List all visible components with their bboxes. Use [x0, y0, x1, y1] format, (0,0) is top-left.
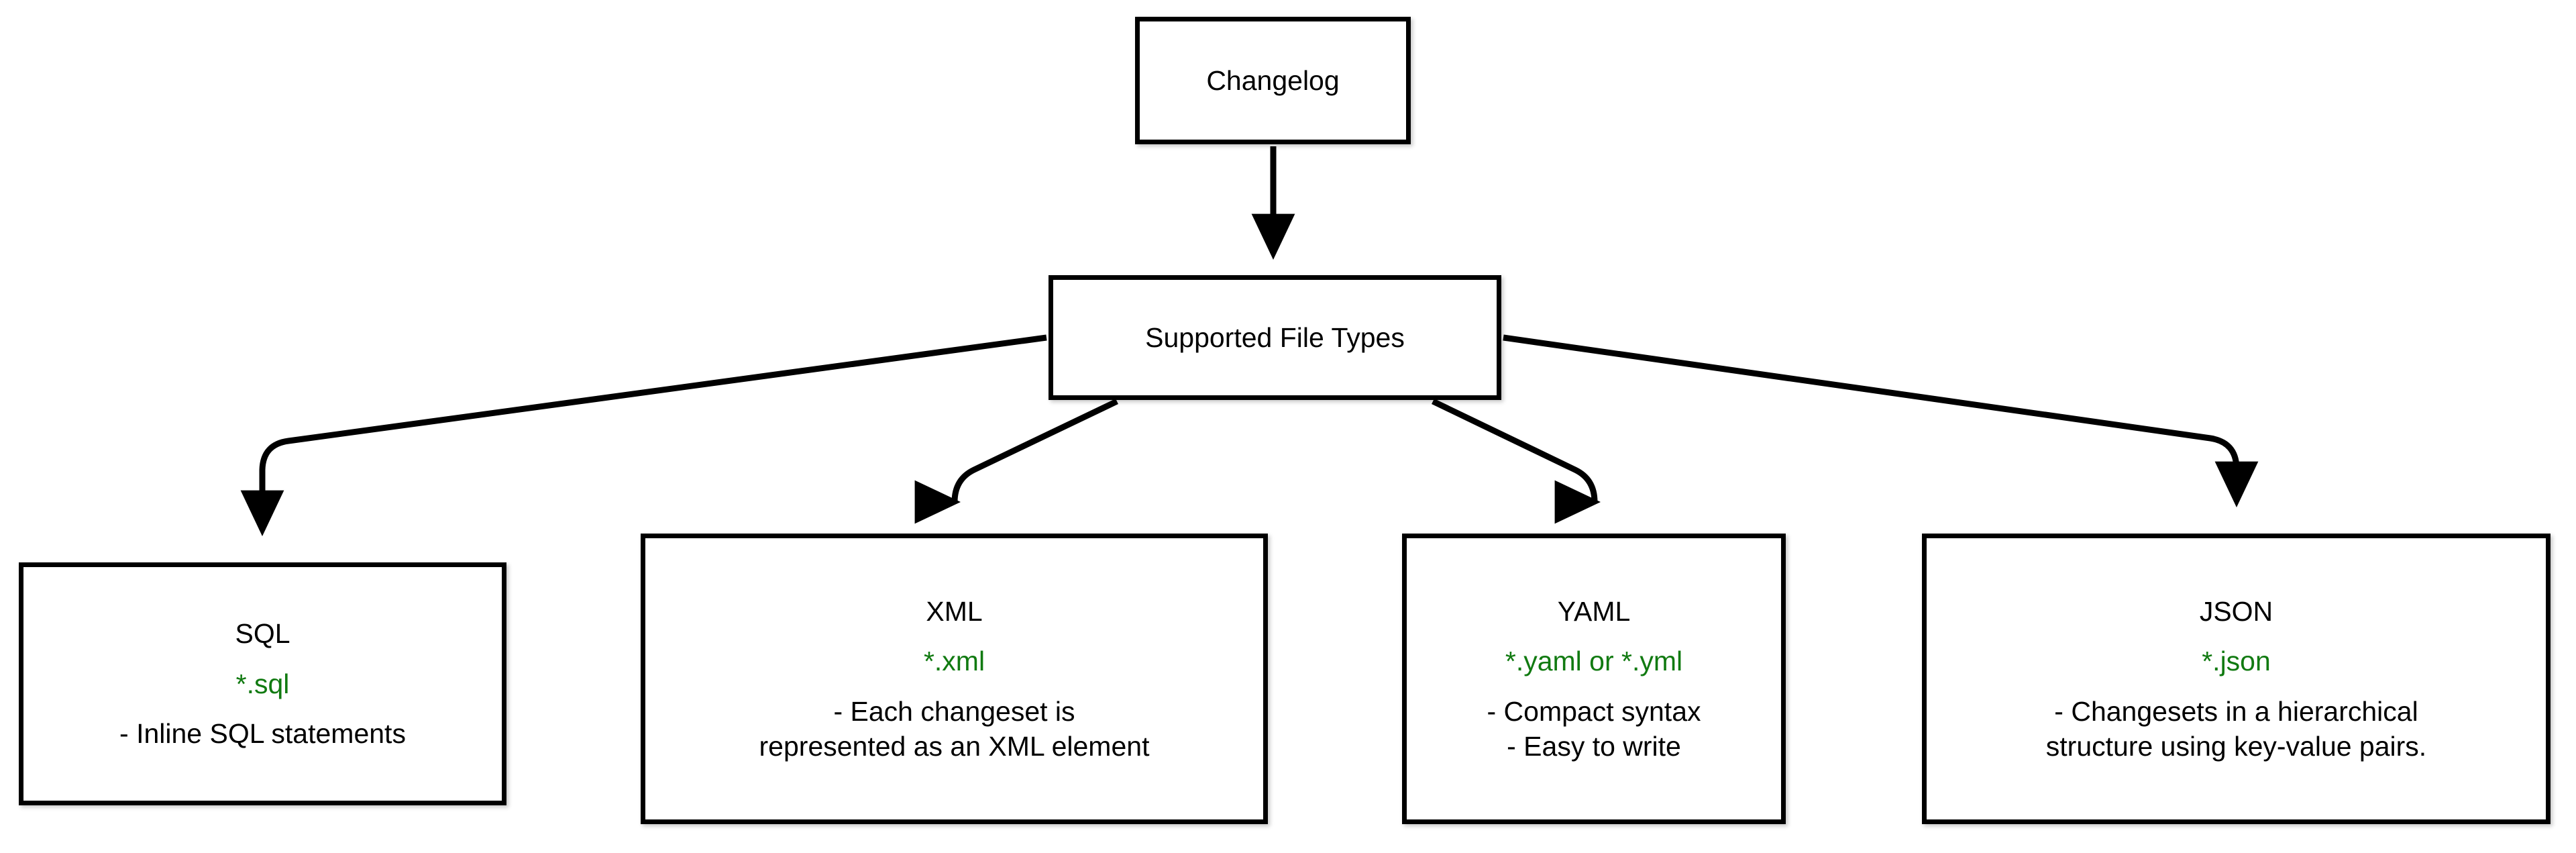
node-sql-description-line-1: - Inline SQL statements	[119, 718, 406, 750]
node-yaml[interactable]: YAML *.yaml or *.yml - Compact syntax - …	[1402, 534, 1786, 824]
edge-supported-to-xml	[932, 398, 1118, 509]
node-changelog-label: Changelog	[1206, 64, 1340, 96]
node-xml-extension: *.xml	[923, 646, 985, 677]
node-changelog[interactable]: Changelog	[1135, 17, 1411, 144]
node-supported-file-types-label: Supported File Types	[1145, 321, 1405, 353]
node-yaml-description-line-1: - Compact syntax	[1487, 695, 1701, 727]
node-xml-title: XML	[926, 595, 983, 627]
node-xml-description-line-1: - Each changeset is	[833, 695, 1075, 727]
node-sql-extension: *.sql	[235, 668, 290, 699]
edge-supported-to-sql	[240, 334, 1047, 537]
node-yaml-title: YAML	[1557, 595, 1631, 627]
node-yaml-description-line-2: - Easy to write	[1507, 730, 1681, 762]
node-json-description-line-2: structure using key-value pairs.	[2045, 730, 2427, 762]
edge-supported-to-json	[1503, 334, 2259, 508]
node-json-extension: *.json	[2202, 646, 2271, 677]
node-xml[interactable]: XML *.xml - Each changeset is represente…	[641, 534, 1268, 824]
edge-supported-to-yaml	[1432, 398, 1617, 509]
node-json-description-line-1: - Changesets in a hierarchical	[2054, 695, 2418, 727]
node-supported-file-types[interactable]: Supported File Types	[1049, 275, 1501, 400]
node-xml-description-line-2: represented as an XML element	[759, 730, 1150, 762]
node-json[interactable]: JSON *.json - Changesets in a hierarchic…	[1922, 534, 2551, 824]
node-json-title: JSON	[2199, 595, 2273, 627]
node-sql[interactable]: SQL *.sql - Inline SQL statements	[19, 562, 506, 805]
node-yaml-extension: *.yaml or *.yml	[1505, 646, 1683, 677]
node-sql-title: SQL	[235, 618, 290, 650]
